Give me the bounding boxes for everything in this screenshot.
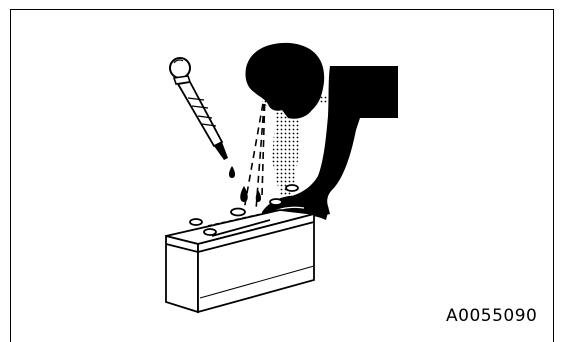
arm-icon xyxy=(292,66,398,216)
electrolyte-drop-icon xyxy=(229,166,261,202)
figure-frame xyxy=(10,9,554,342)
hydrometer-icon xyxy=(169,57,228,160)
person-head-icon xyxy=(245,42,325,119)
eye-sightline-icon xyxy=(243,91,266,211)
battery-icon xyxy=(165,184,315,314)
spray-mist-icon xyxy=(262,96,330,196)
eye-mark-icon: × xyxy=(259,87,268,100)
figure-code: A0055090 xyxy=(446,306,538,326)
